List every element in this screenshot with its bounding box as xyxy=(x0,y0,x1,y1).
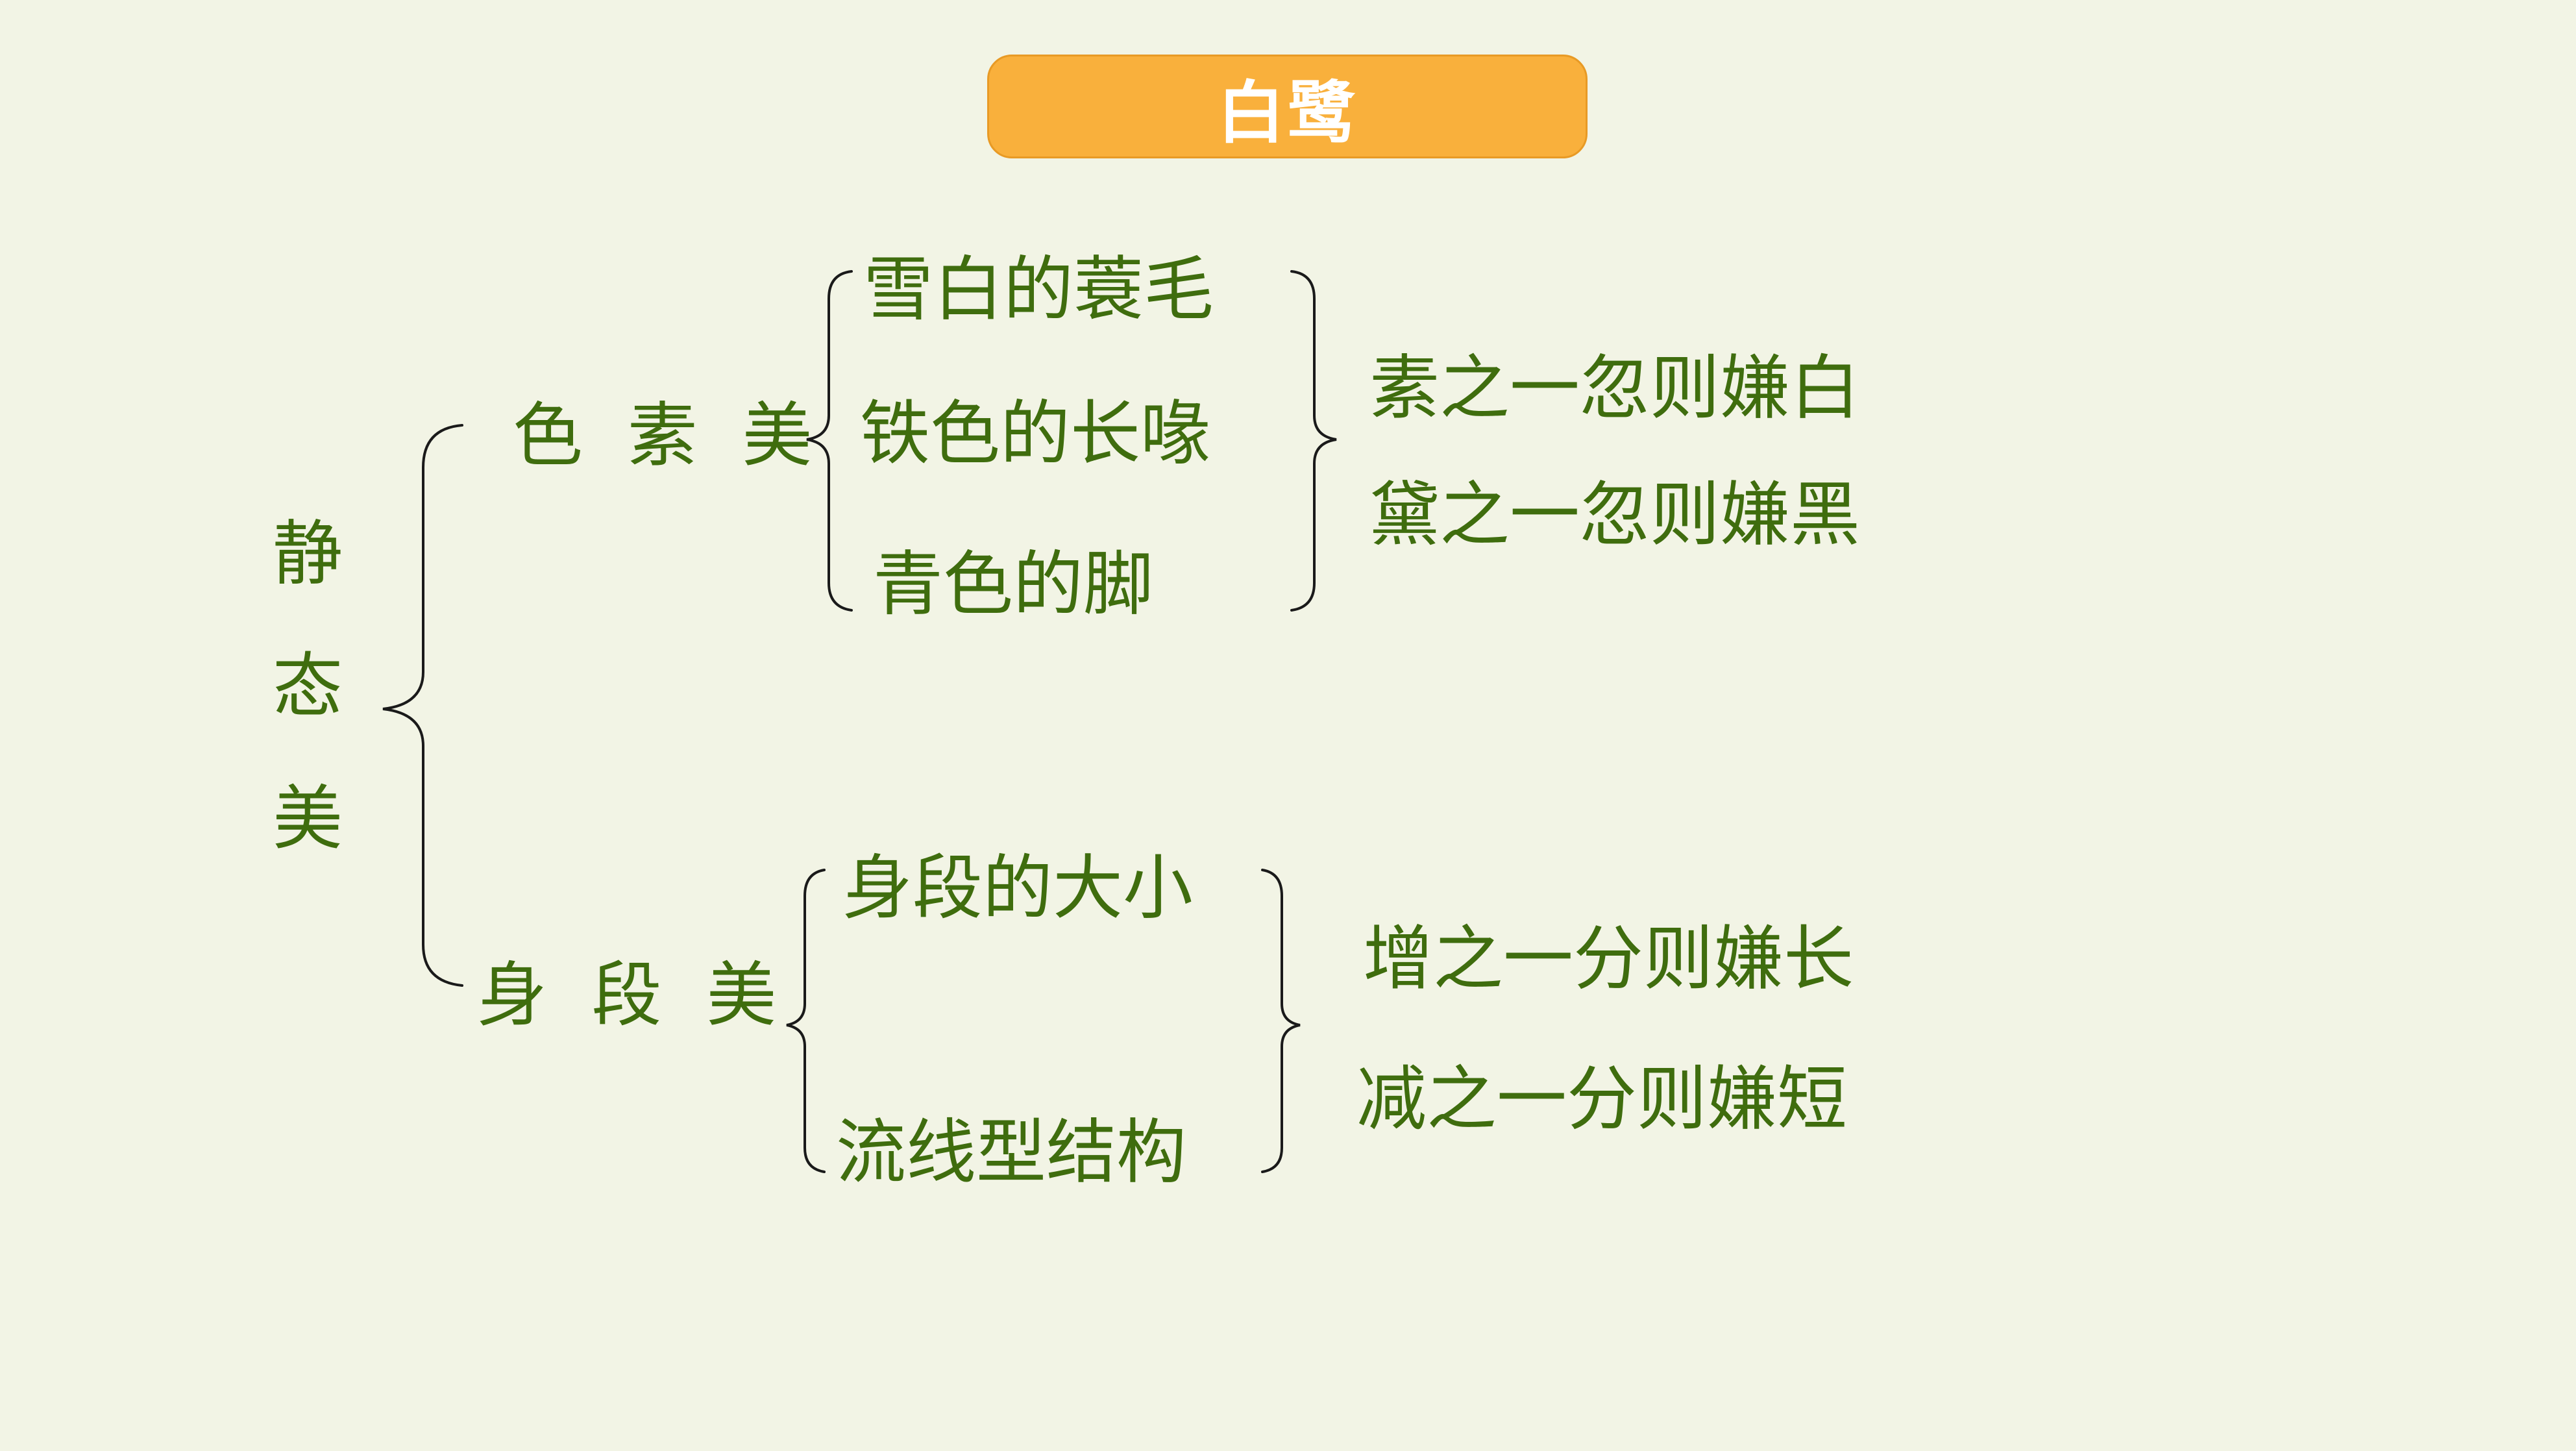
color-item-2: 铁色的长喙 xyxy=(860,393,1211,475)
color-right-brace xyxy=(1290,270,1337,612)
figure-comment-1: 增之一分则嫌长 xyxy=(1363,919,1854,1000)
color-left-brace xyxy=(806,270,853,612)
root-char-1: 静 xyxy=(272,514,343,595)
root-char-2: 态 xyxy=(272,646,343,727)
color-item-1: 雪白的蓑毛 xyxy=(863,249,1214,330)
color-item-3: 青色的脚 xyxy=(873,544,1154,625)
figure-comment-2: 减之一分则嫌短 xyxy=(1356,1059,1848,1140)
root-brace xyxy=(382,424,463,987)
title-text: 白鹭 xyxy=(1217,73,1358,153)
root-char-3: 美 xyxy=(272,778,343,860)
figure-item-1: 身段的大小 xyxy=(842,848,1194,929)
branch-label-figure: 身 段 美 xyxy=(477,955,777,1036)
color-comment-2: 黛之一忽则嫌黑 xyxy=(1369,475,1861,556)
title-banner: 白鹭 xyxy=(987,55,1588,158)
figure-left-brace xyxy=(786,869,826,1173)
color-comment-1: 素之一忽则嫌白 xyxy=(1369,348,1861,429)
branch-label-color: 色 素 美 xyxy=(513,395,813,477)
figure-item-2: 流线型结构 xyxy=(836,1112,1187,1193)
figure-right-brace xyxy=(1261,869,1301,1173)
